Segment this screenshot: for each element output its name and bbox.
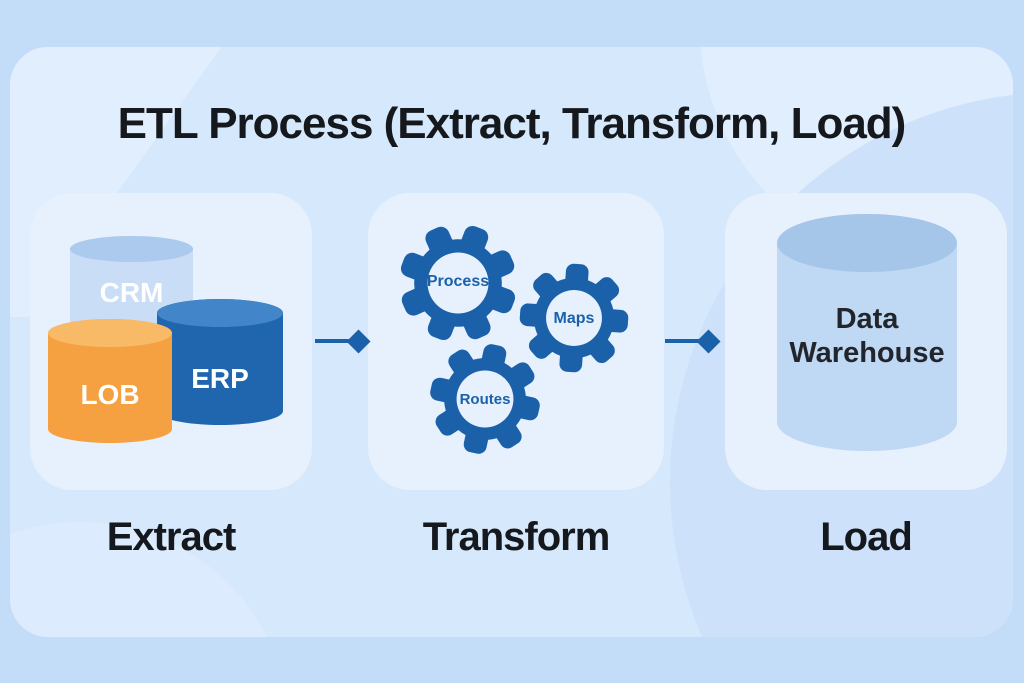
- cylinder-top: [777, 214, 957, 272]
- stage-label-load: Load: [820, 515, 913, 559]
- maps-gear-label: Maps: [553, 310, 595, 327]
- lob-database-cylinder-icon: LOB: [48, 319, 172, 443]
- cylinder-top: [48, 319, 172, 347]
- cylinder-top: [70, 236, 193, 262]
- stage-label-extract: Extract: [106, 515, 237, 559]
- stage-label-transform: Transform: [422, 515, 611, 559]
- process-gear-label: Process: [426, 273, 490, 290]
- erp-label: ERP: [191, 363, 249, 394]
- arrow-diamond-head-icon: [696, 328, 721, 354]
- page-title: ETL Process (Extract, Transform, Load): [117, 99, 907, 148]
- arrow-diamond-head-icon: [346, 328, 371, 354]
- transform-to-load-arrow-icon: [665, 328, 721, 354]
- etl-diagram-card: ETL Process (Extract, Transform, Load) C…: [10, 47, 1013, 637]
- arrow-line: [315, 339, 353, 343]
- data-warehouse-label: Data Warehouse: [789, 303, 945, 369]
- load-panel: Data Warehouse: [725, 193, 1007, 490]
- extract-panel: CRM ERP LOB: [30, 193, 312, 490]
- arrow-line: [665, 339, 703, 343]
- transform-panel: Process Maps Routes: [368, 193, 664, 490]
- cylinder-top: [157, 299, 283, 327]
- lob-label: LOB: [80, 379, 140, 410]
- extract-to-transform-arrow-icon: [315, 328, 371, 354]
- data-warehouse-cylinder-icon: Data Warehouse: [777, 214, 957, 451]
- maps-gear-icon: [519, 263, 629, 373]
- routes-gear-icon: [430, 344, 540, 454]
- routes-gear-label: Routes: [459, 391, 511, 408]
- erp-database-cylinder-icon: ERP: [157, 299, 283, 425]
- process-gear-icon: [400, 225, 516, 341]
